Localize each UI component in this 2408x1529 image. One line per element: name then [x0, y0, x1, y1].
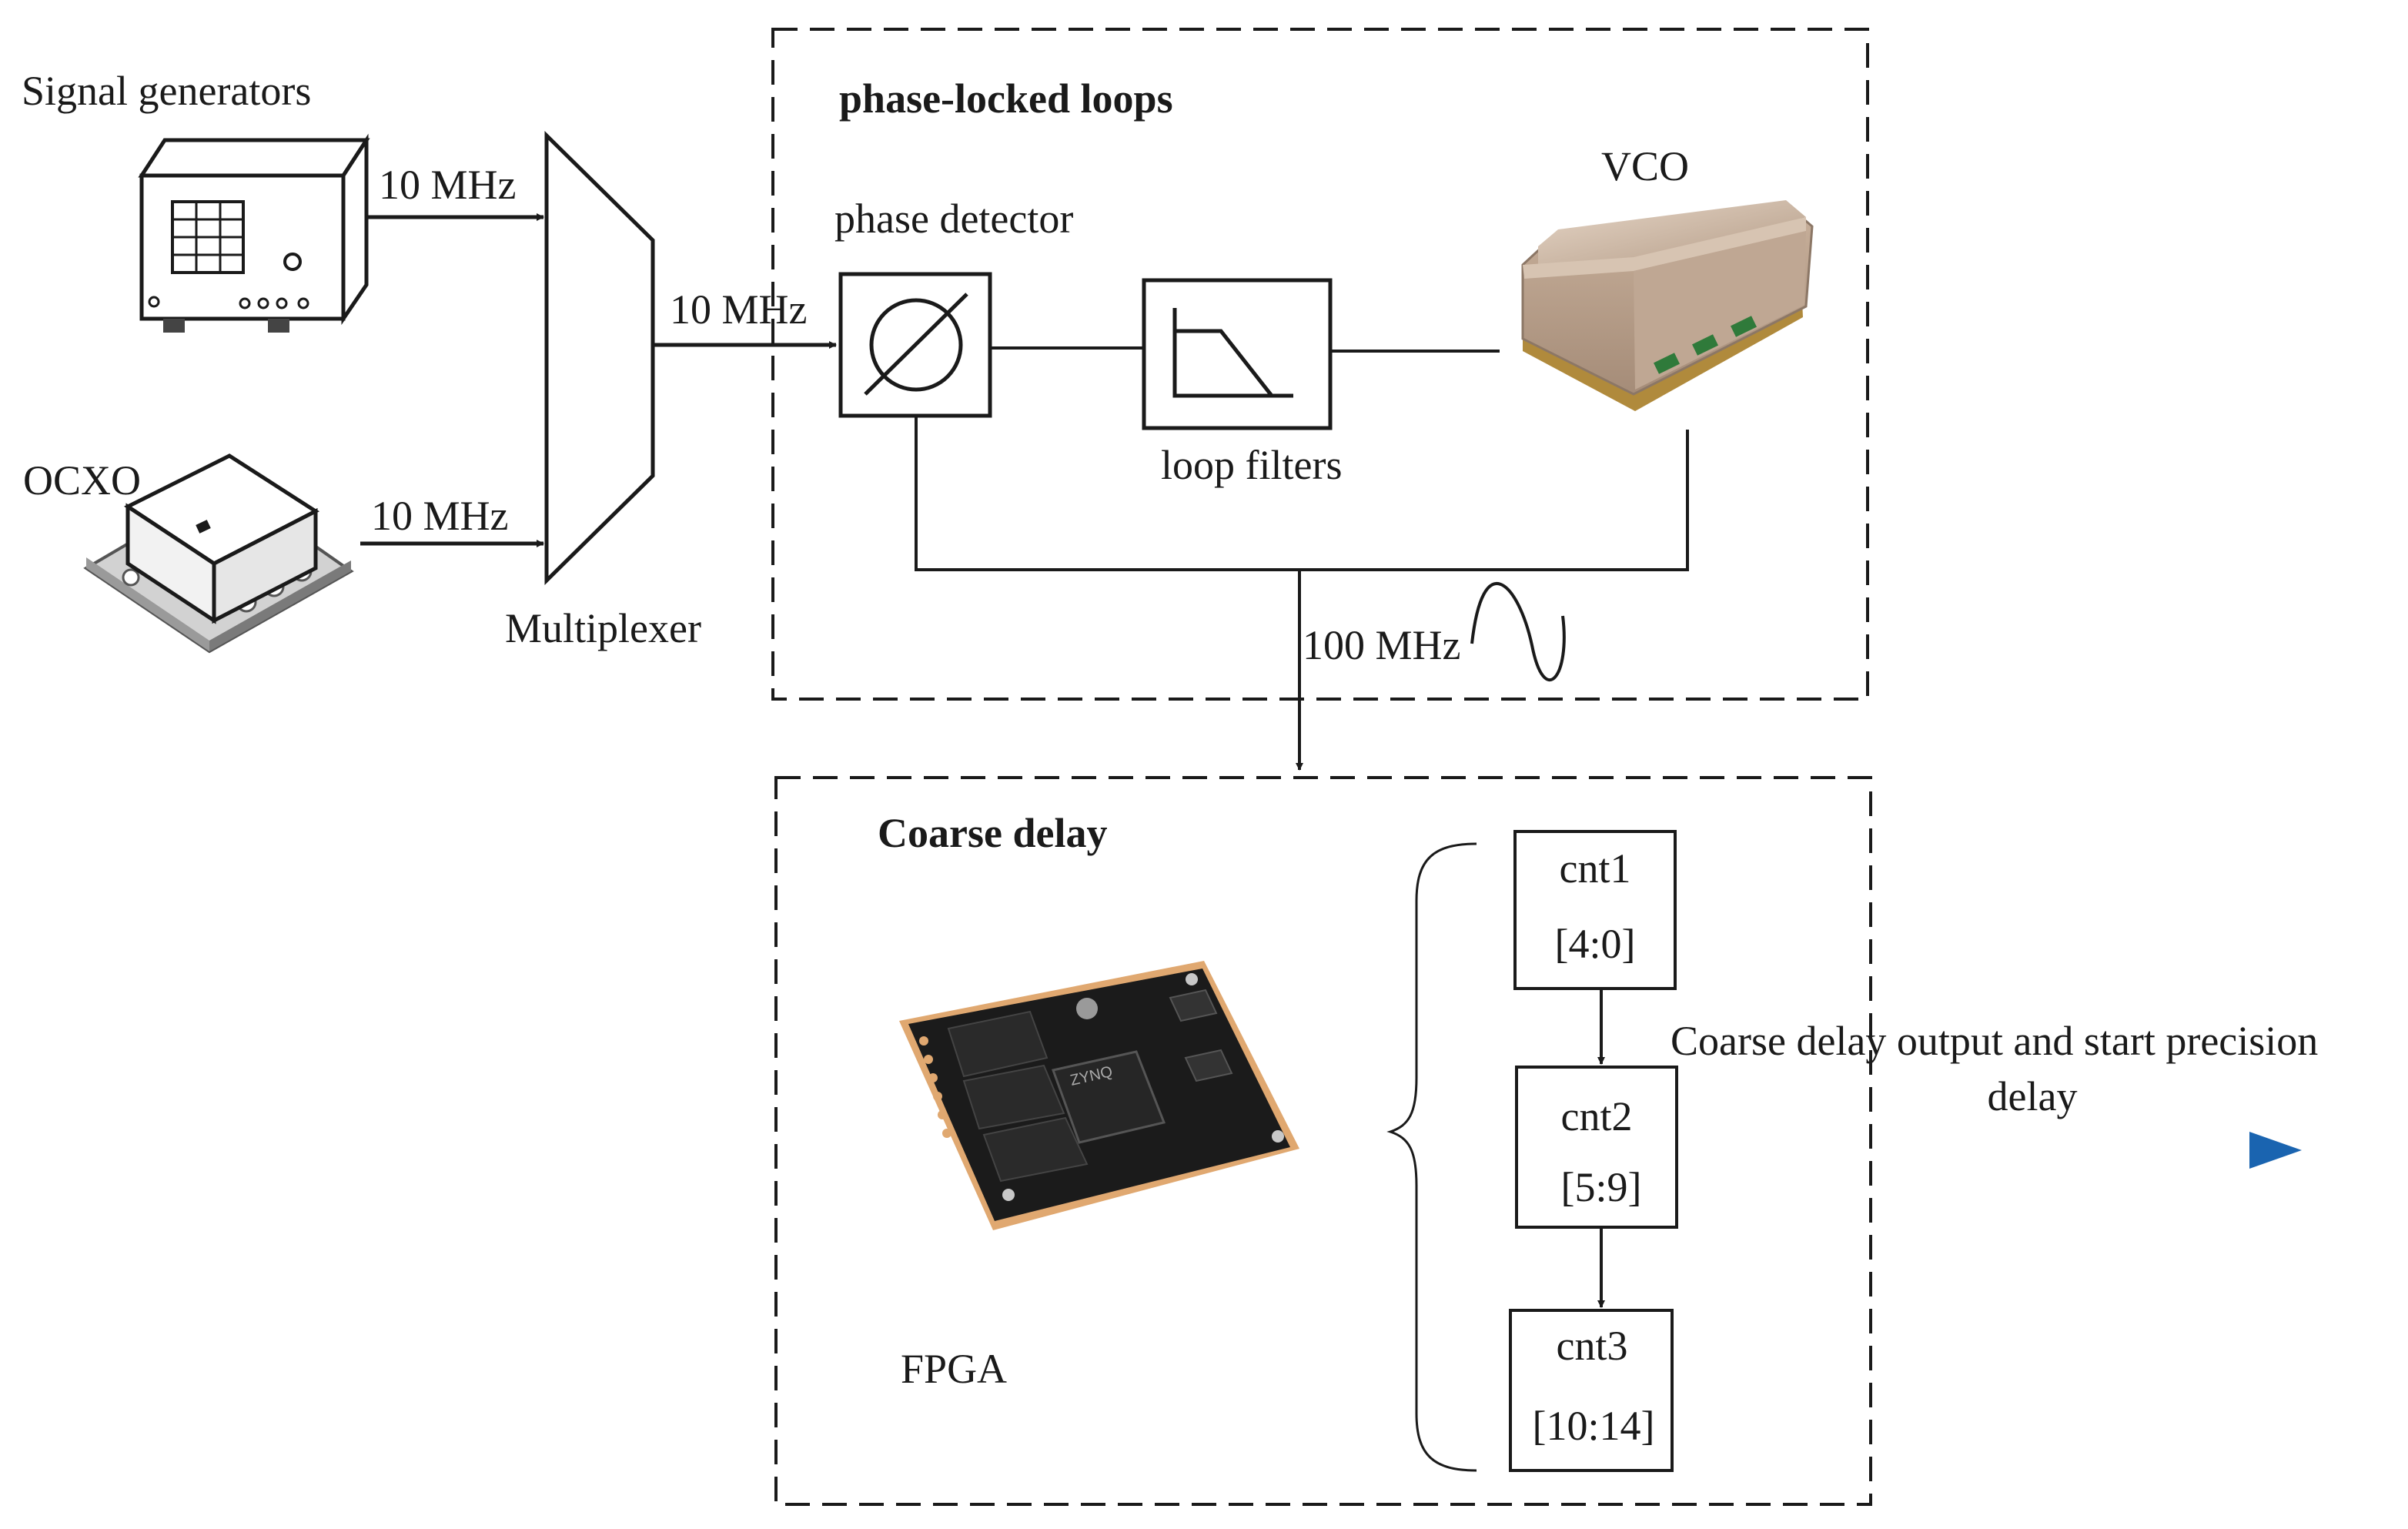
pll-output-freq-label: 100 MHz — [1303, 622, 1460, 668]
coarse-output-label-line2: delay — [1988, 1073, 2078, 1119]
coarse-title: Coarse delay — [878, 810, 1107, 856]
counter-name: cnt1 — [1560, 845, 1631, 892]
counter-box-cnt3: cnt3 [10:14] — [1509, 1309, 1674, 1472]
vco-oscillator-icon — [1521, 200, 1814, 411]
coarse-output-label-line1: Coarse delay output and start precision — [1671, 1018, 2318, 1064]
counter-range: [4:0] — [1555, 921, 1636, 967]
sine-wave-icon — [1470, 582, 1566, 682]
counter-box-cnt2: cnt2 [5:9] — [1515, 1066, 1678, 1229]
loop-filter-label: loop filters — [1161, 442, 1342, 488]
phase-detector-label: phase detector — [834, 196, 1073, 242]
vco-label: VCO — [1601, 143, 1689, 189]
ocxo-freq-label: 10 MHz — [371, 493, 508, 539]
fpga-board-icon: ZYNQ — [899, 961, 1299, 1230]
loop-filter-block — [1142, 278, 1333, 430]
signal-generator-icon — [138, 133, 370, 333]
output-blue-arrow — [1748, 1132, 2302, 1169]
counter-range: [10:14] — [1533, 1403, 1655, 1449]
counter-group-brace — [1386, 842, 1477, 1472]
pll-feedback-line — [915, 416, 1689, 571]
counter-range: [5:9] — [1561, 1164, 1642, 1210]
counter-name: cnt2 — [1561, 1093, 1633, 1139]
phase-detector-block — [838, 272, 992, 418]
counter-box-cnt1: cnt1 [4:0] — [1513, 830, 1677, 990]
counter-name: cnt3 — [1557, 1323, 1628, 1369]
pll-title: phase-locked loops — [839, 75, 1173, 122]
ocxo-label: OCXO — [23, 457, 141, 504]
coarse-group-border — [774, 776, 1872, 1506]
mux-out-freq-label: 10 MHz — [670, 286, 807, 333]
pll-group-border — [771, 28, 1869, 701]
multiplexer-shape — [544, 131, 655, 585]
fpga-label: FPGA — [901, 1346, 1007, 1392]
multiplexer-label: Multiplexer — [505, 605, 701, 651]
ocxo-icon — [83, 453, 354, 654]
signal-generator-label: Signal generators — [22, 68, 311, 114]
gen-freq-label: 10 MHz — [379, 162, 516, 208]
